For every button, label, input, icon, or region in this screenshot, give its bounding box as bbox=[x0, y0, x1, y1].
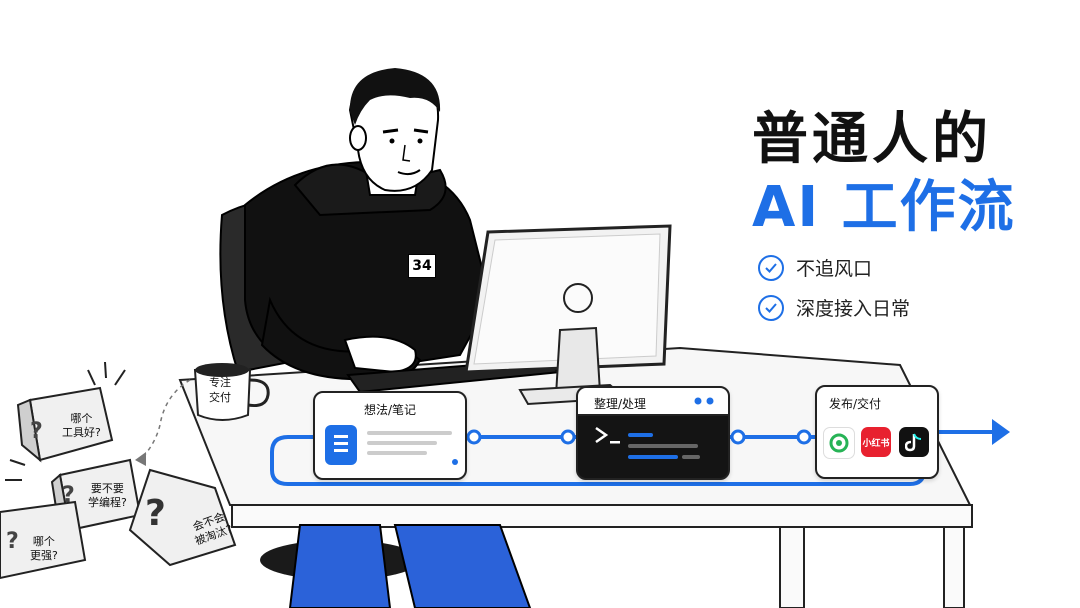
headline-line-2: AI 工作流 bbox=[752, 175, 1016, 240]
terminal-icon bbox=[595, 397, 714, 459]
bullet-item: 深度接入日常 bbox=[758, 294, 910, 321]
workflow-card-ideas: 想法/笔记 bbox=[313, 391, 467, 480]
jersey-number: 34 bbox=[408, 254, 436, 278]
svg-text:?: ? bbox=[30, 419, 43, 444]
workflow-track bbox=[270, 419, 1010, 486]
question-box-label: 要不要 学编程? bbox=[88, 482, 127, 510]
douyin-icon bbox=[899, 427, 929, 457]
coffee-mug bbox=[193, 363, 270, 421]
card-title: 发布/交付 bbox=[829, 397, 882, 411]
workflow-card-process: 整理/处理 bbox=[576, 386, 730, 480]
mug-label: 专注 交付 bbox=[209, 375, 231, 405]
workflow-card-publish: 发布/交付 小红书 bbox=[815, 385, 939, 479]
wechat-icon bbox=[823, 427, 855, 459]
dashed-arrow bbox=[139, 379, 191, 461]
card-header bbox=[578, 388, 728, 416]
question-text: 哪个 更强? bbox=[30, 535, 58, 562]
bullet-text: 深度接入日常 bbox=[796, 298, 911, 320]
document-icon bbox=[325, 425, 458, 465]
card-title: 整理/处理 bbox=[594, 397, 647, 411]
question-text: 哪个 工具好? bbox=[62, 412, 101, 439]
question-box-label: 哪个 更强? bbox=[30, 535, 58, 563]
svg-text:?: ? bbox=[6, 529, 19, 554]
check-circle-icon bbox=[758, 294, 784, 321]
card-title: 想法/笔记 bbox=[363, 403, 417, 417]
xiaohongshu-label: 小红书 bbox=[862, 438, 890, 449]
person bbox=[244, 68, 532, 608]
bullet-text: 不追风口 bbox=[796, 258, 873, 280]
check-circle-icon bbox=[758, 254, 784, 281]
svg-text:?: ? bbox=[145, 493, 166, 534]
mug-label-text: 专注 交付 bbox=[209, 376, 231, 404]
question-box-label: 哪个 工具好? bbox=[62, 412, 101, 440]
question-text: 要不要 学编程? bbox=[88, 482, 127, 509]
xiaohongshu-icon: 小红书 bbox=[861, 427, 891, 457]
question-boxes: ? ? ? ? bbox=[0, 361, 237, 580]
bullet-item: 不追风口 bbox=[758, 254, 872, 281]
headline-line-1: 普通人的 bbox=[752, 107, 992, 172]
